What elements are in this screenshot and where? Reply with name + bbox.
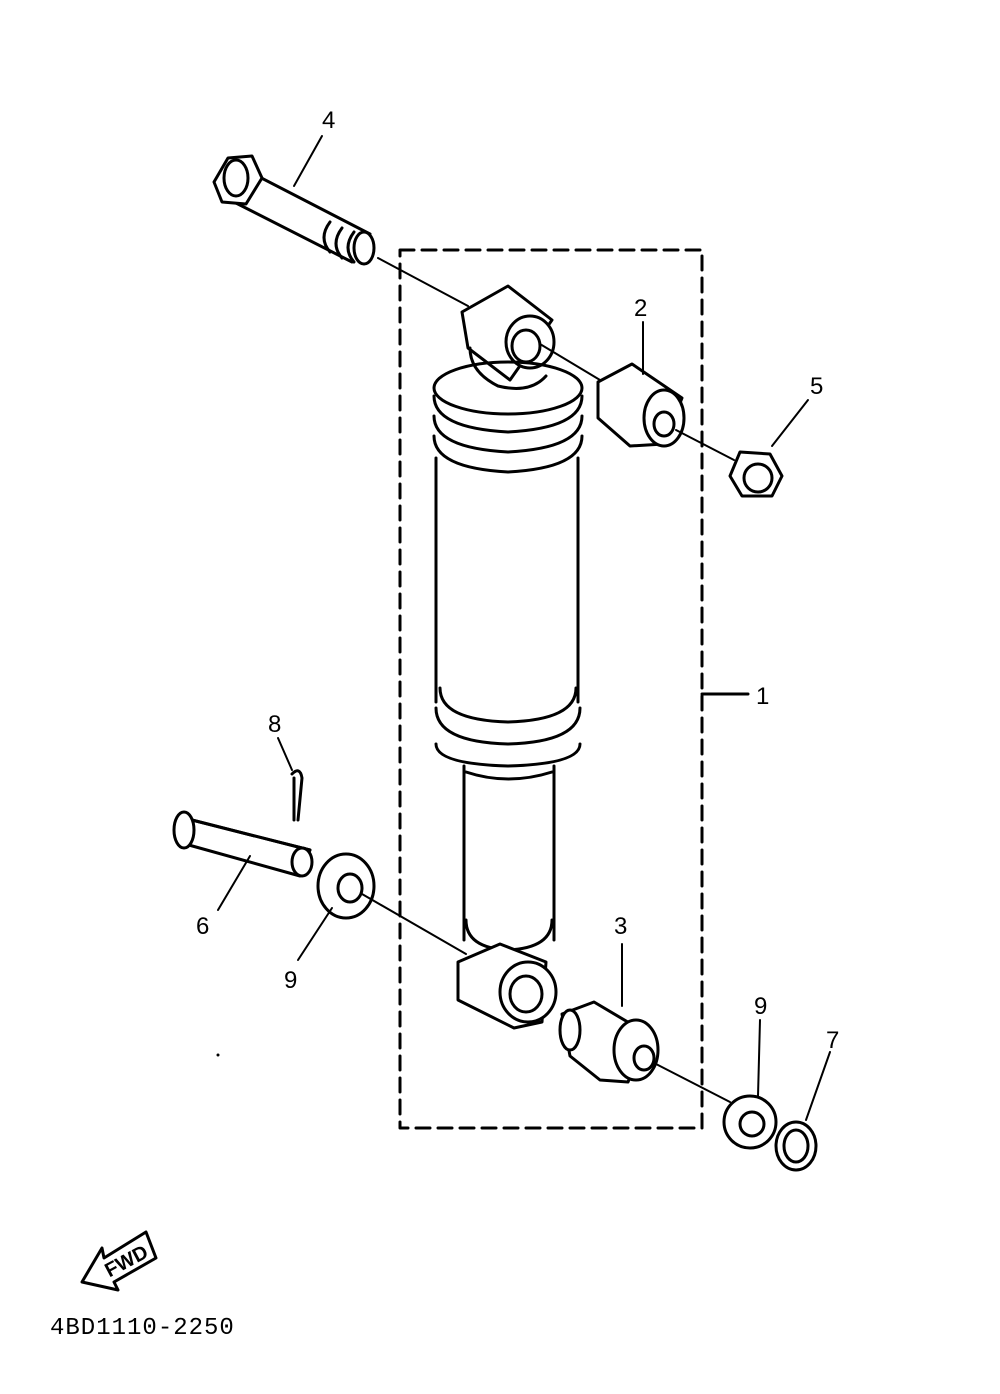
callout-leader-5 [771, 399, 809, 447]
assembly-boundary [398, 248, 704, 1130]
shock-absorber [432, 284, 584, 1030]
callout-8: 8 [268, 711, 281, 738]
callout-9-right: 9 [754, 993, 767, 1020]
washer-left [316, 852, 376, 920]
upper-collar-axis-line [539, 343, 601, 381]
lower-collar [558, 1000, 660, 1084]
thin-washer [774, 1120, 818, 1172]
upper-bolt-axis-line [377, 257, 469, 307]
lower-pin-axis-line [361, 893, 467, 955]
callout-5: 5 [810, 373, 823, 400]
callout-3: 3 [614, 913, 627, 940]
callout-2: 2 [634, 295, 647, 322]
callout-leader-9-left [297, 907, 333, 961]
washer-right [722, 1094, 778, 1150]
cotter-pin [290, 769, 304, 822]
lower-collar-axis-line [655, 1063, 731, 1103]
callout-leader-8 [277, 737, 293, 771]
callout-1: 1 [756, 683, 769, 710]
callout-leader-4 [293, 135, 323, 187]
forward-arrow: FWD [80, 1230, 158, 1292]
callout-4: 4 [322, 107, 335, 134]
callout-leader-9-right [757, 1019, 761, 1097]
nut-axis-line [675, 429, 735, 461]
callout-leader-7 [805, 1051, 831, 1121]
upper-collar [596, 362, 686, 448]
callout-leader-6 [217, 855, 251, 911]
callout-6: 6 [196, 913, 209, 940]
upper-bolt [212, 154, 376, 266]
nut [728, 450, 784, 498]
callout-7: 7 [826, 1027, 839, 1054]
stray-dot [216, 1053, 220, 1057]
callout-9-left: 9 [284, 967, 297, 994]
diagram-code: 4BD1110-2250 [50, 1315, 235, 1342]
lower-pin [172, 810, 314, 878]
